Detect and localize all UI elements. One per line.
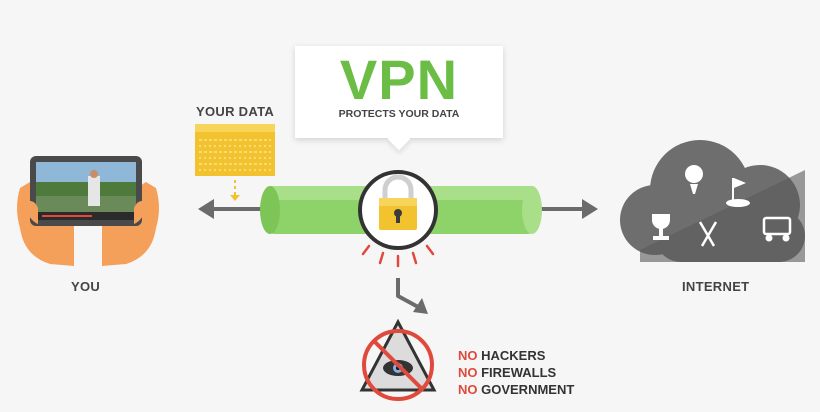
no-word: NO: [458, 365, 478, 380]
vpn-subtitle: PROTECTS YOUR DATA: [338, 108, 460, 120]
internet-label: INTERNET: [682, 279, 750, 294]
tablet-icon: [17, 156, 159, 266]
threat-hackers: NO HACKERS: [458, 348, 545, 363]
your-data-label: YOUR DATA: [196, 104, 275, 119]
padlock-icon: [358, 170, 438, 250]
all-seeing-eye-icon: [359, 318, 437, 401]
down-arrow-icon: [396, 278, 428, 314]
no-word: NO: [458, 382, 478, 397]
threat-firewalls: NO FIREWALLS: [458, 365, 556, 380]
threat-text: HACKERS: [477, 348, 546, 363]
vpn-callout: VPN PROTECTS YOUR DATA: [295, 46, 503, 138]
vpn-title: VPN: [339, 48, 459, 111]
alert-rays: [361, 244, 435, 268]
threat-text: GOVERNMENT: [477, 382, 575, 397]
no-word: NO: [458, 348, 478, 363]
cloud-icon: [620, 140, 805, 262]
threat-government: NO GOVERNMENT: [458, 382, 574, 397]
data-file-icon: [195, 124, 275, 201]
you-label: YOU: [71, 279, 101, 294]
threat-text: FIREWALLS: [477, 365, 557, 380]
